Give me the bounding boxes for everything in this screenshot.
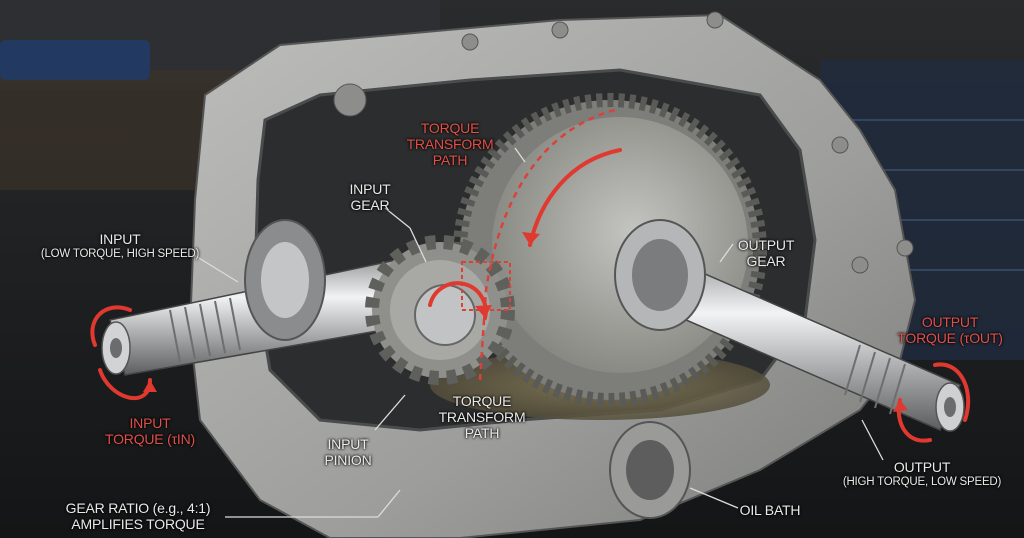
label-torque-path-top-line3: PATH — [432, 152, 468, 168]
label-torque-path-bottom-line3: PATH — [464, 425, 500, 441]
label-input-pinion-line1: INPUT — [327, 436, 369, 452]
label-torque-path-top-line2: TRANSFORM — [406, 136, 494, 152]
label-input-pinion: INPUT PINION — [318, 436, 378, 468]
label-input: INPUT (LOW TORQUE, HIGH SPEED) — [30, 231, 210, 261]
input-shaft — [101, 219, 441, 376]
label-oil-bath: OIL BATH — [738, 502, 802, 518]
output-shaft — [614, 219, 965, 432]
label-input-torque-line2: TORQUE (τIN) — [105, 431, 195, 447]
oil-bath-port — [609, 421, 691, 519]
label-output-torque-line1: OUTPUT — [921, 314, 979, 330]
label-torque-path-top-line1: TORQUE — [420, 120, 480, 136]
label-output-torque: OUTPUT TORQUE (τOUT) — [895, 314, 1005, 346]
label-input-title: INPUT — [99, 231, 141, 247]
label-torque-transform-path-top: TORQUE TRANSFORM PATH — [400, 120, 500, 168]
label-output-gear-line1: OUTPUT — [737, 237, 795, 253]
label-gear-ratio-line1: GEAR RATIO (e.g., 4:1) — [65, 500, 211, 516]
label-input-gear-line1: INPUT — [349, 181, 391, 197]
label-gear-ratio: GEAR RATIO (e.g., 4:1) AMPLIFIES TORQUE — [58, 500, 218, 532]
label-output: OUTPUT (HIGH TORQUE, LOW SPEED) — [842, 459, 1002, 489]
label-output-torque-line2: TORQUE (τOUT) — [897, 330, 1003, 346]
label-output-gear: OUTPUT GEAR — [732, 237, 800, 269]
label-gear-ratio-line2: AMPLIFIES TORQUE — [71, 516, 205, 532]
label-input-torque: INPUT TORQUE (τIN) — [100, 415, 200, 447]
rotation-arrow-gear-icon — [528, 148, 622, 247]
label-output-gear-line2: GEAR — [746, 253, 786, 269]
label-input-sub: (LOW TORQUE, HIGH SPEED) — [40, 248, 200, 260]
label-output-title: OUTPUT — [893, 459, 951, 475]
label-torque-path-bottom-line2: TRANSFORM — [438, 409, 526, 425]
output-gear-body — [453, 93, 767, 407]
label-input-pinion-line2: PINION — [324, 452, 372, 468]
parts-bins — [0, 40, 150, 80]
label-input-torque-line1: INPUT — [129, 415, 171, 431]
label-torque-transform-path-bottom: TORQUE TRANSFORM PATH — [432, 393, 532, 441]
label-input-gear-line2: GEAR — [350, 197, 390, 213]
label-torque-path-bottom-line1: TORQUE — [452, 393, 512, 409]
label-input-gear: INPUT GEAR — [330, 181, 410, 213]
label-oil-bath-line1: OIL BATH — [739, 502, 801, 518]
label-output-sub: (HIGH TORQUE, LOW SPEED) — [842, 476, 1002, 488]
